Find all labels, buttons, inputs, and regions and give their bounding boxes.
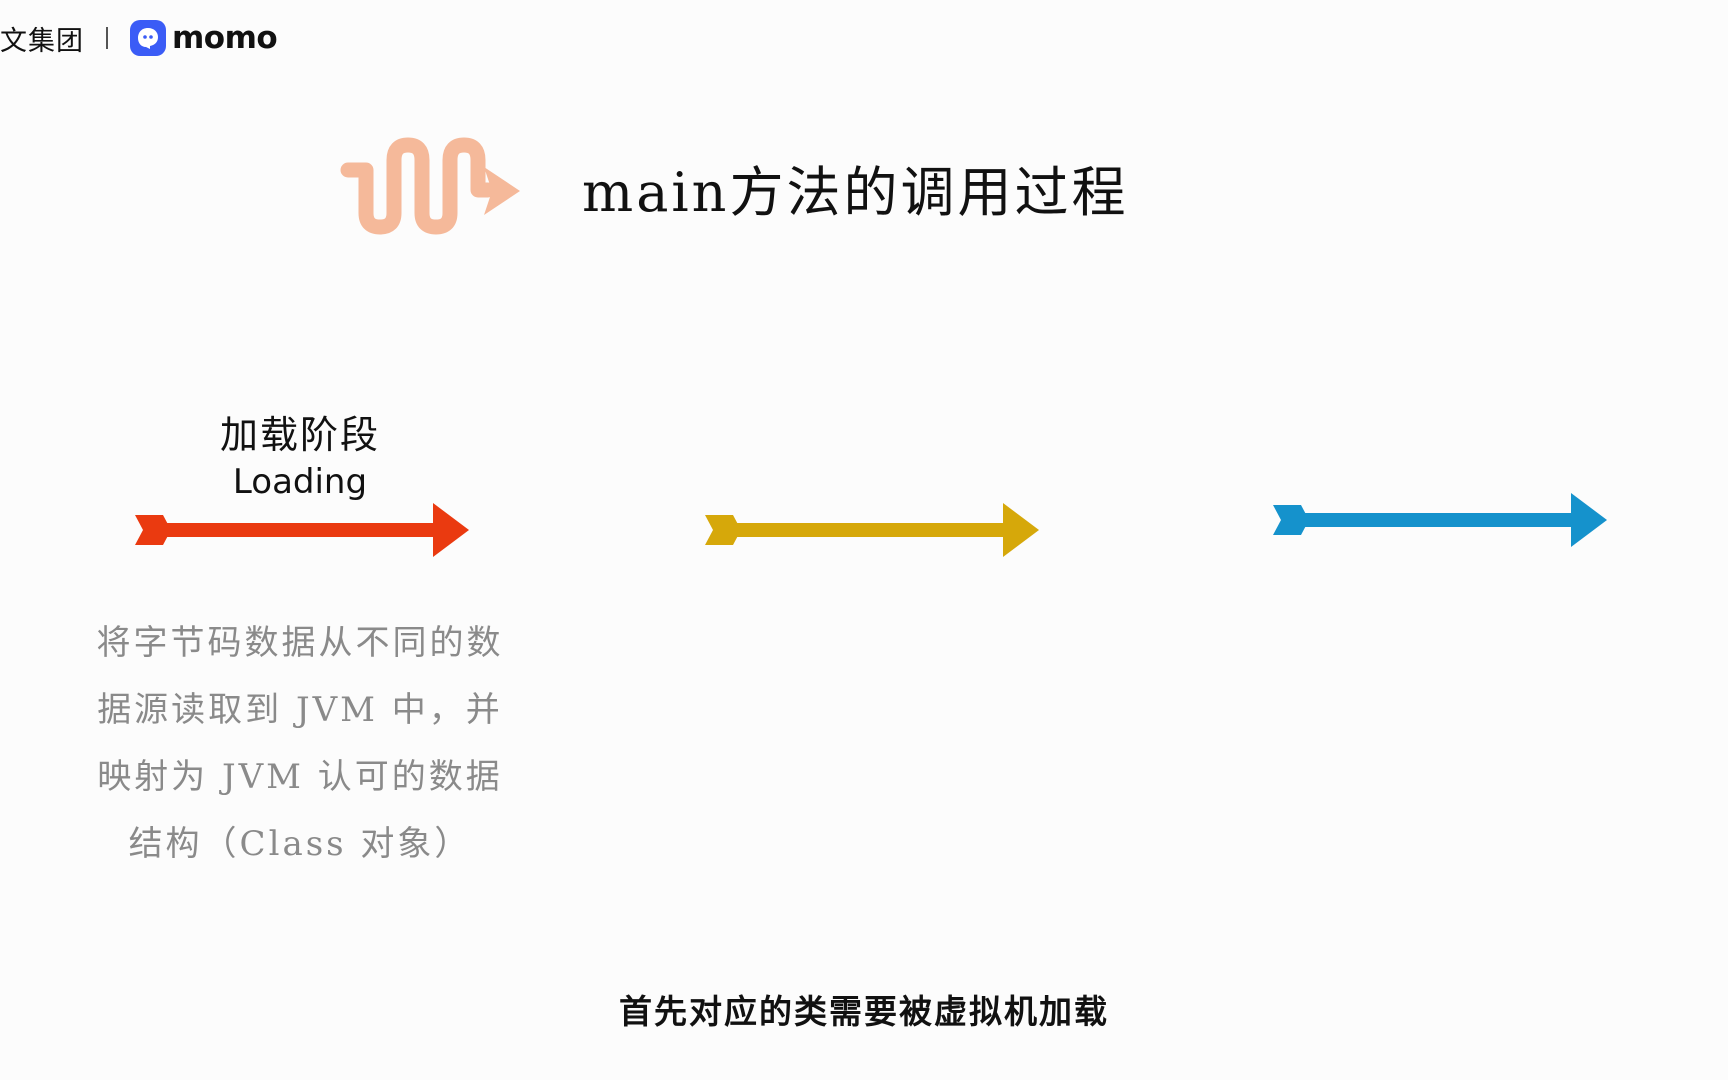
description-line: 结构（Class 对象）: [128, 824, 472, 864]
stage-label-en: Loading: [232, 462, 368, 502]
description-line: 将字节码数据从不同的数: [96, 623, 504, 663]
description-line: 映射为 JVM 认可的数据: [97, 757, 503, 797]
stage-label-cn: 加载阶段: [219, 413, 380, 457]
brand-header: 文集团 momo: [0, 18, 278, 58]
stage-2-arrow: [705, 503, 1039, 557]
loading-stage-description: 将字节码数据从不同的数 据源读取到 JVM 中，并 映射为 JVM 认可的数据 …: [75, 610, 525, 878]
momo-logo-icon: [130, 20, 166, 56]
brand-name: momo: [172, 20, 278, 56]
brand-prefix: 文集团: [0, 25, 84, 57]
loading-stage-arrow: [135, 503, 469, 557]
stage-3-arrow: [1273, 493, 1607, 547]
description-line: 据源读取到 JVM 中，并: [97, 690, 503, 730]
brand-divider: [106, 27, 108, 49]
slide-title: main方法的调用过程: [582, 161, 1129, 224]
video-subtitle: 首先对应的类需要被虚拟机加载: [619, 992, 1109, 1031]
wave-arrow-icon: [340, 137, 520, 235]
